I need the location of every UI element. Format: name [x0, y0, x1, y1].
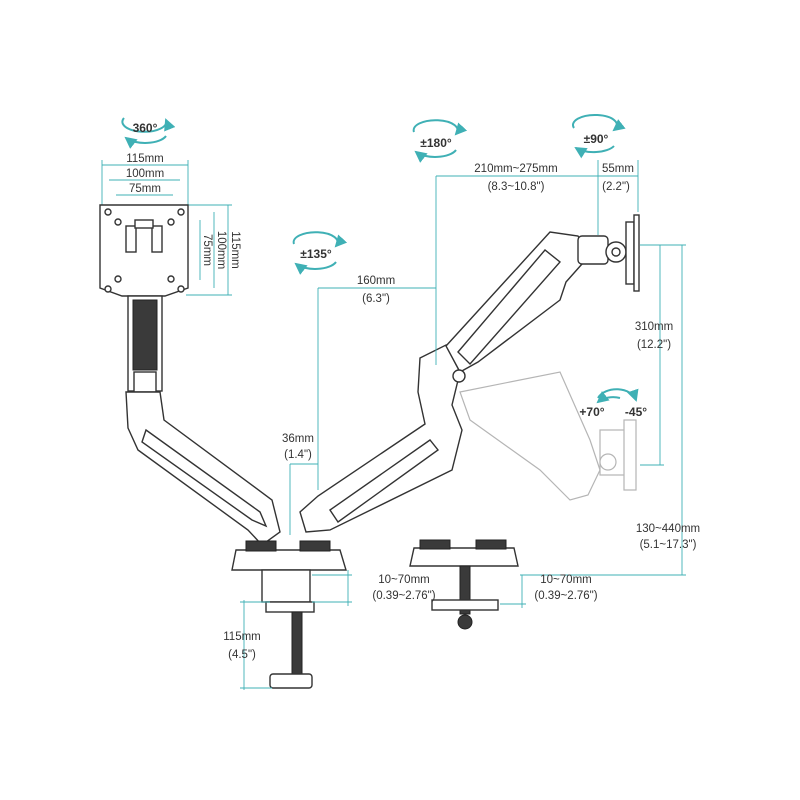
clamp-thickness-in: (0.39~2.76"): [372, 590, 435, 602]
left-arm: [125, 295, 281, 546]
vesa-75-width: 75mm: [129, 183, 161, 195]
height-range-in: (5.1~17.3"): [640, 539, 697, 551]
height-dimensions: 310mm (12.2") 130~440mm (5.1~17.3"): [520, 244, 700, 576]
grommet-thickness-dimension: 10~70mm (0.39~2.76"): [500, 574, 598, 608]
clamp-thickness-mm: 10~70mm: [378, 574, 429, 586]
tilt-up-label: +70°: [579, 405, 604, 419]
elbow-reach-dimension: 160mm (6.3"): [317, 275, 436, 490]
head-depth-in: (2.2"): [602, 181, 630, 193]
clamp-depth-in: (4.5"): [228, 649, 256, 661]
vesa-115-width: 115mm: [126, 153, 164, 165]
rotation-360-icon: 360°: [121, 117, 176, 149]
rotation-135-icon: ±135°: [292, 231, 348, 275]
grommet-thickness-in: (0.39~2.76"): [534, 590, 597, 602]
rotation-90-icon: ±90°: [571, 113, 626, 159]
tilt-down-label: -45°: [625, 405, 647, 419]
pole-offset-dimension: 36mm (1.4"): [282, 433, 318, 535]
vesa-dimensions: 115mm 100mm 75mm 75mm 100mm 115mm: [101, 153, 241, 296]
height-range-mm: 130~440mm: [636, 523, 700, 535]
grommet-thickness-mm: 10~70mm: [540, 574, 591, 586]
vesa-plate: [99, 204, 189, 297]
right-arm: [299, 214, 640, 533]
rotation-180-icon: ±180°: [412, 119, 468, 163]
vesa-100-width: 100mm: [126, 168, 164, 180]
arm-reach-mm: 210mm~275mm: [474, 163, 557, 175]
left-base-clamp: [231, 540, 347, 689]
rotation-180-label: ±180°: [420, 136, 452, 150]
head-depth-dimension: 55mm (2.2"): [597, 160, 639, 235]
head-depth-mm: 55mm: [602, 163, 634, 175]
rotation-90-label: ±90°: [584, 132, 609, 146]
rotation-360-label: 360°: [133, 121, 158, 135]
arm-reach-in: (8.3~10.8"): [488, 181, 545, 193]
arm-reach-dimension: 210mm~275mm (8.3~10.8"): [435, 163, 598, 365]
clamp-depth-dimension: 115mm (4.5"): [223, 600, 272, 690]
height-310-in: (12.2"): [637, 339, 671, 351]
height-310-mm: 310mm: [635, 321, 673, 333]
vesa-115-height: 115mm: [229, 231, 241, 269]
pole-offset-mm: 36mm: [282, 433, 314, 445]
right-arm-ghost: [459, 371, 637, 501]
clamp-thickness-dimension: 10~70mm (0.39~2.76"): [312, 570, 436, 606]
clamp-depth-mm: 115mm: [223, 631, 261, 643]
tilt-icon: +70° -45°: [579, 388, 647, 419]
right-base-grommet: [409, 539, 519, 630]
elbow-reach-in: (6.3"): [362, 293, 390, 305]
pole-offset-in: (1.4"): [284, 449, 312, 461]
rotation-135-label: ±135°: [300, 247, 332, 261]
elbow-reach-mm: 160mm: [357, 275, 395, 287]
vesa-75-height: 75mm: [201, 234, 213, 266]
vesa-100-height: 100mm: [215, 231, 227, 269]
